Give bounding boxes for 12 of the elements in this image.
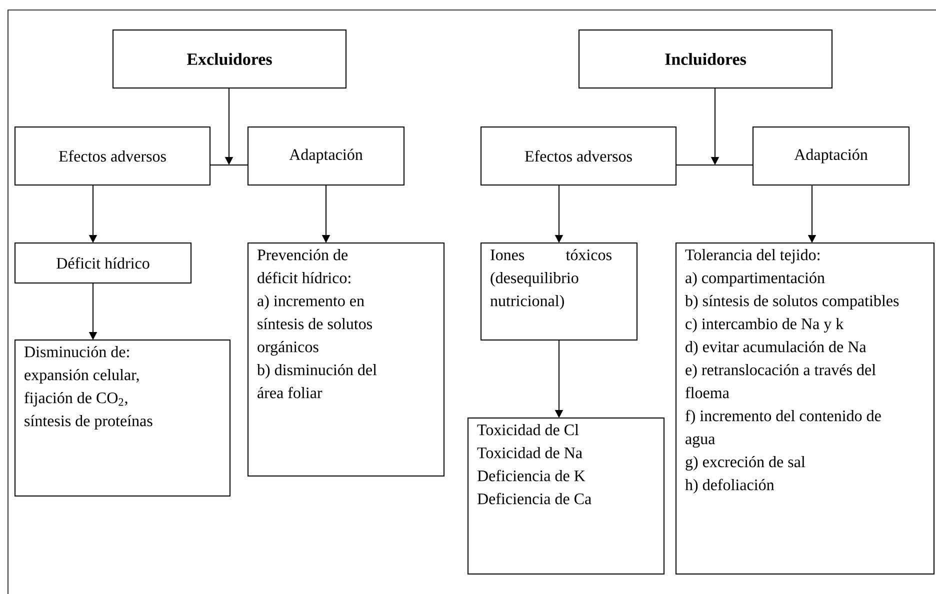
heading-box: Excluidores xyxy=(112,30,346,88)
process-box: Prevención de déficit hídrico: a) incremento en síntesis de solutos orgánicos b) disminución del área foliar xyxy=(248,242,444,476)
process-box: Déficit hídrico xyxy=(14,242,192,284)
category-box: Adaptación xyxy=(752,126,910,186)
category-box: Adaptación xyxy=(248,126,404,186)
process-box: Iones tóxicos (desequilibrio nutricional) xyxy=(480,242,638,340)
process-box: Toxicidad de Cl Toxicidad de Na Deficiencia de K Deficiencia de Ca xyxy=(468,418,664,574)
category-box: Efectos adversos xyxy=(14,126,210,186)
process-box: Tolerancia del tejido: a) compartimentación b) síntesis de solutos compatibles c) intercambio de Na y k d) evitar acumulación de Na e) retranslocación a través del floema f) incremento del contenido de agua g) excreción de sal h) defoliación xyxy=(676,242,935,574)
heading-box: Incluidores xyxy=(578,30,833,88)
process-box: Disminución de: expansión celular, fijación de CO$_{2}$, síntesis de proteínas xyxy=(14,340,230,496)
category-box: Efectos adversos xyxy=(480,126,676,186)
